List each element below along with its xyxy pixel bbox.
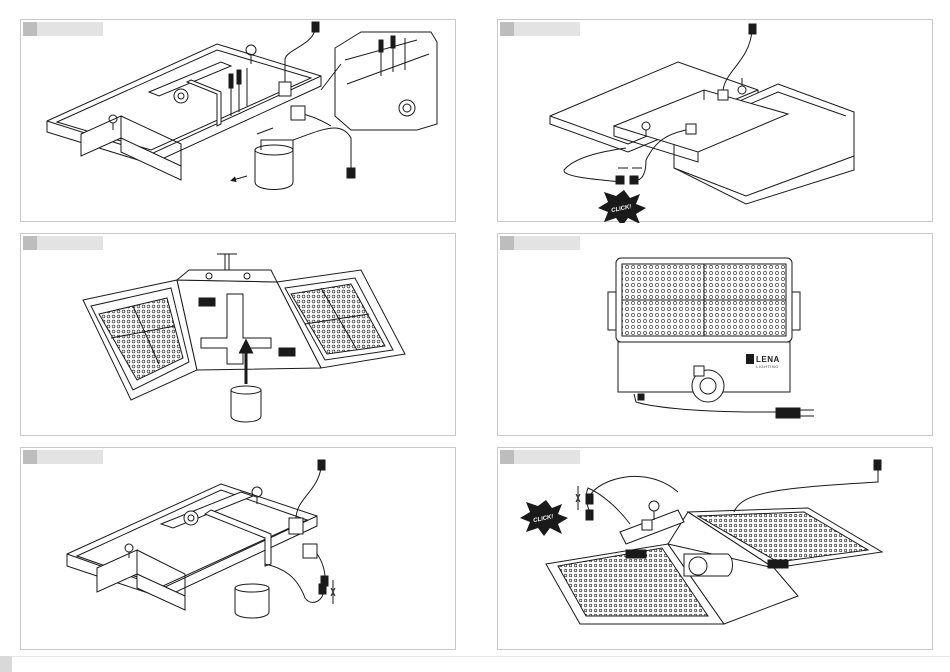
step-6-illustration: CLICK! [498,448,934,651]
step-panel-6: CLICK! [497,447,933,650]
step-1-illustration [21,20,457,223]
footer-divider [0,656,950,657]
step-5-illustration [21,448,457,651]
click-burst: CLICK! [598,190,646,223]
step-panel-4: LENA LIGHTING [497,233,933,436]
step-2-illustration: CLICK! [498,20,934,223]
step-3-illustration [21,234,457,437]
click-burst-2: CLICK! [520,500,568,536]
step-panel-5 [20,447,456,650]
step-4-illustration: LENA LIGHTING [498,234,934,437]
step-panel-1 [20,19,456,222]
brand-subtitle: LIGHTING [756,364,779,369]
brand-name: LENA [756,355,780,364]
step-panel-2: CLICK! [497,19,933,222]
footer-marker [0,656,12,672]
step-panel-3 [20,233,456,436]
